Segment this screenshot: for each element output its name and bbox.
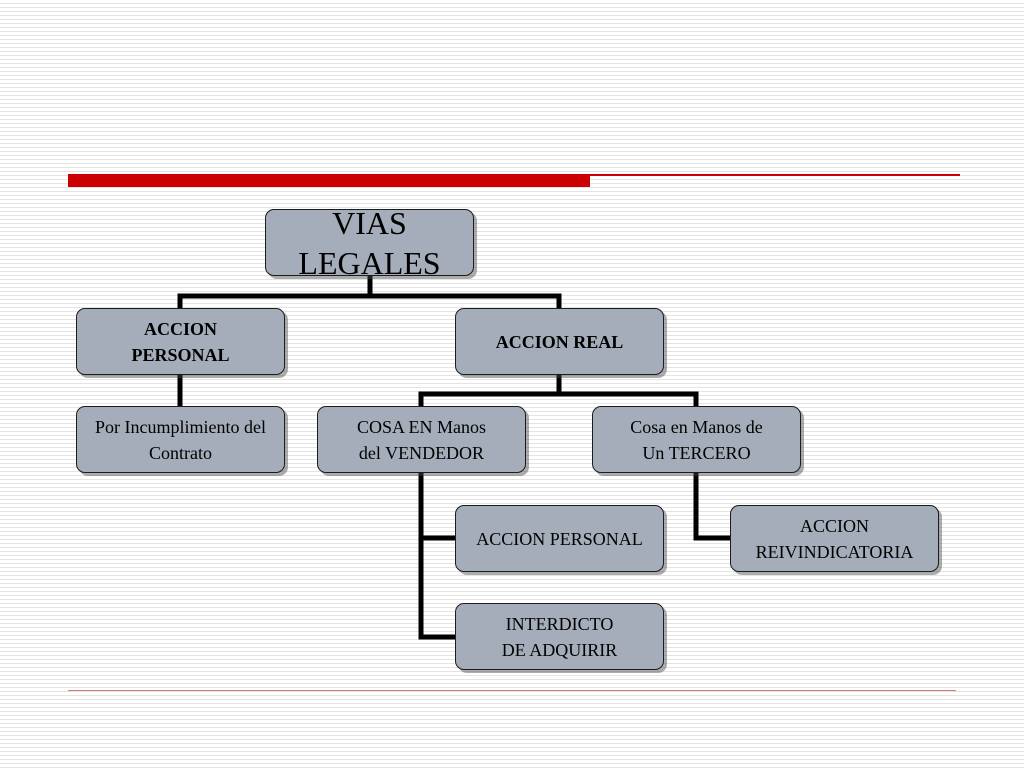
node-incumplimiento-contrato: Por Incumplimiento del Contrato (76, 406, 285, 473)
node-accion-real: ACCION REAL (455, 308, 664, 375)
footer-line (68, 690, 956, 691)
node-vias-legales-label: VIAS LEGALES (298, 204, 441, 281)
connector-root-to-level1 (177, 273, 562, 311)
node-incumplimiento-contrato-label: Por Incumplimiento del Contrato (95, 416, 266, 463)
node-cosa-en-manos-vendedor-label: COSA EN Manos del VENDEDOR (356, 416, 486, 463)
title-accent-line (590, 174, 960, 176)
node-accion-personal-vendedor: ACCION PERSONAL (455, 505, 664, 572)
connector-vendedor-to-children (418, 470, 458, 640)
node-accion-personal-label: ACCION PERSONAL (131, 318, 230, 365)
node-cosa-en-manos-tercero: Cosa en Manos de Un TERCERO (592, 406, 801, 473)
node-interdicto-de-adquirir: INTERDICTO DE ADQUIRIR (455, 603, 664, 670)
node-accion-real-label: ACCION REAL (495, 331, 624, 352)
node-accion-personal-vendedor-label: ACCION PERSONAL (476, 528, 643, 549)
node-cosa-en-manos-tercero-label: Cosa en Manos de Un TERCERO (630, 416, 763, 463)
node-accion-personal: ACCION PERSONAL (76, 308, 285, 375)
connector-real-to-level2 (418, 372, 699, 409)
node-vias-legales: VIAS LEGALES (265, 205, 474, 281)
node-accion-reivindicatoria-label: ACCION REIVINDICATORIA (755, 515, 914, 562)
node-interdicto-de-adquirir-label: INTERDICTO DE ADQUIRIR (501, 613, 618, 660)
title-accent-bar (68, 174, 590, 187)
node-accion-reivindicatoria: ACCION REIVINDICATORIA (730, 505, 939, 572)
node-cosa-en-manos-vendedor: COSA EN Manos del VENDEDOR (317, 406, 526, 473)
connector-tercero-to-reivindicatoria (693, 470, 733, 541)
